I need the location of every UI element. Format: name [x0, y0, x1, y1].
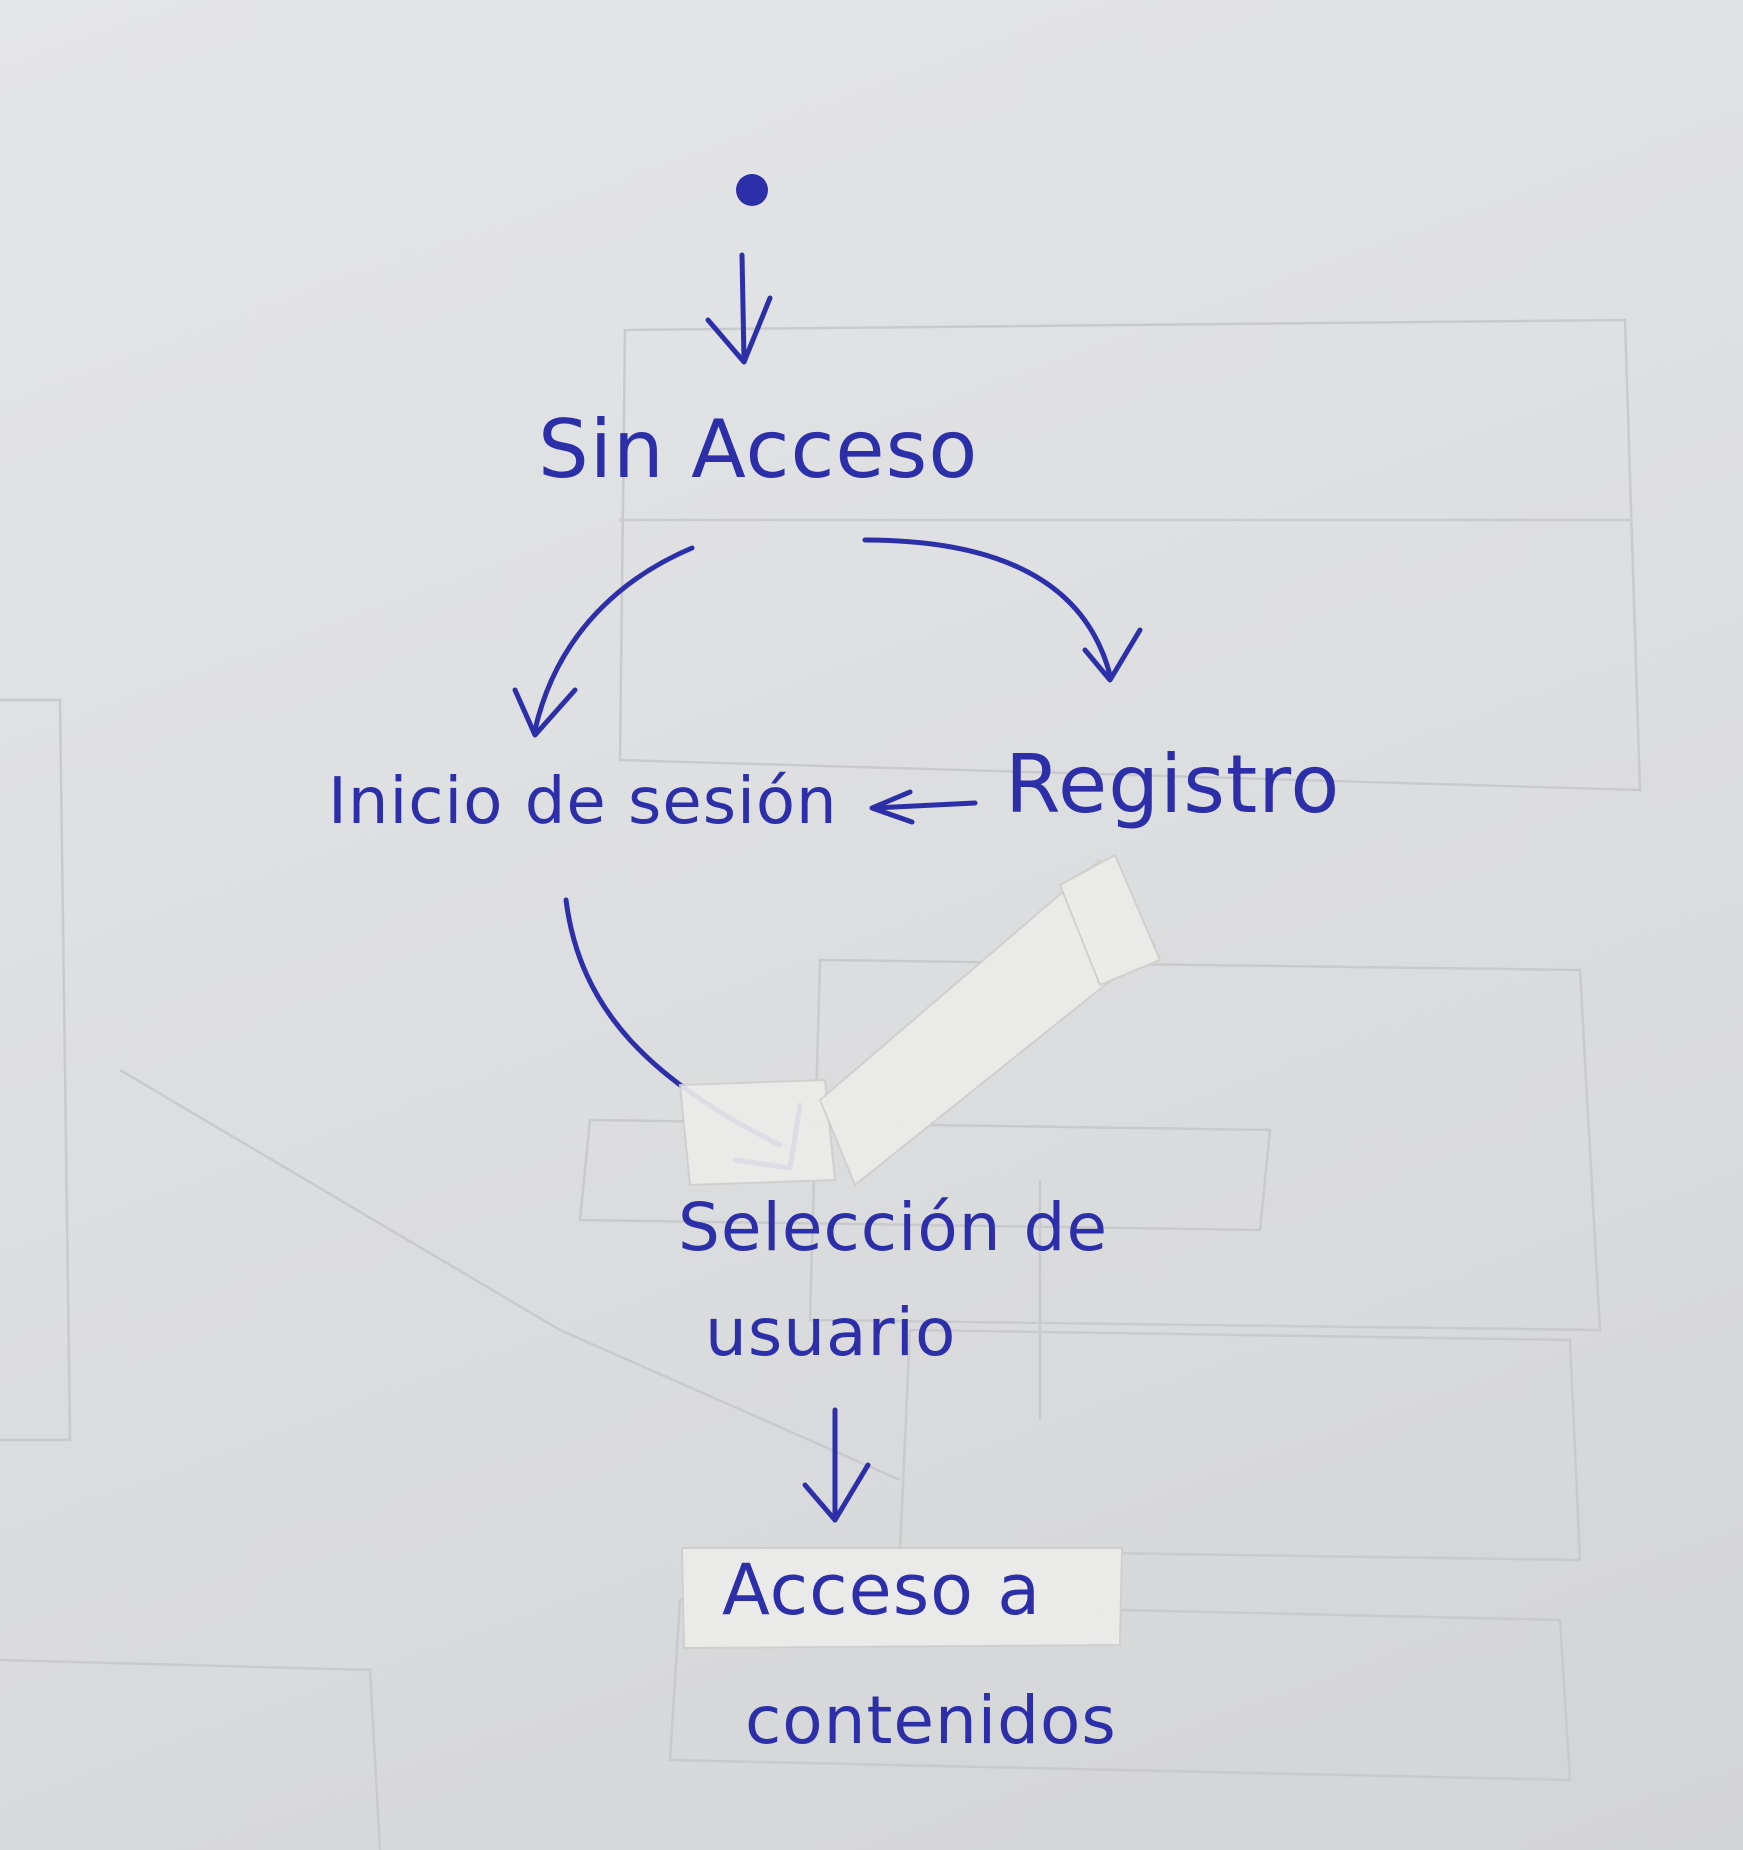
- node-acceso-line2: contenidos: [745, 1682, 1117, 1759]
- arrow-start-to-sin-acceso: [705, 252, 773, 365]
- node-inicio-sesion: Inicio de sesión: [328, 765, 838, 839]
- node-sin-acceso: Sin Acceso: [538, 403, 979, 496]
- node-seleccion-line2: usuario: [705, 1294, 957, 1371]
- node-seleccion-line1: Selección de: [678, 1189, 1109, 1266]
- arrow-sin-acceso-to-inicio-sesion: [512, 545, 695, 738]
- node-registro: Registro: [1005, 738, 1341, 831]
- start-dot: [736, 174, 768, 206]
- node-acceso-line1: Acceso a: [722, 1549, 1042, 1631]
- correction-tape: [678, 853, 1162, 1650]
- arrow-registro-to-inicio-sesion: [869, 789, 978, 825]
- arrow-seleccion-to-acceso: [802, 1407, 871, 1523]
- background-ghost-marks: [0, 318, 1642, 1850]
- arrow-sin-acceso-to-registro: [862, 537, 1143, 683]
